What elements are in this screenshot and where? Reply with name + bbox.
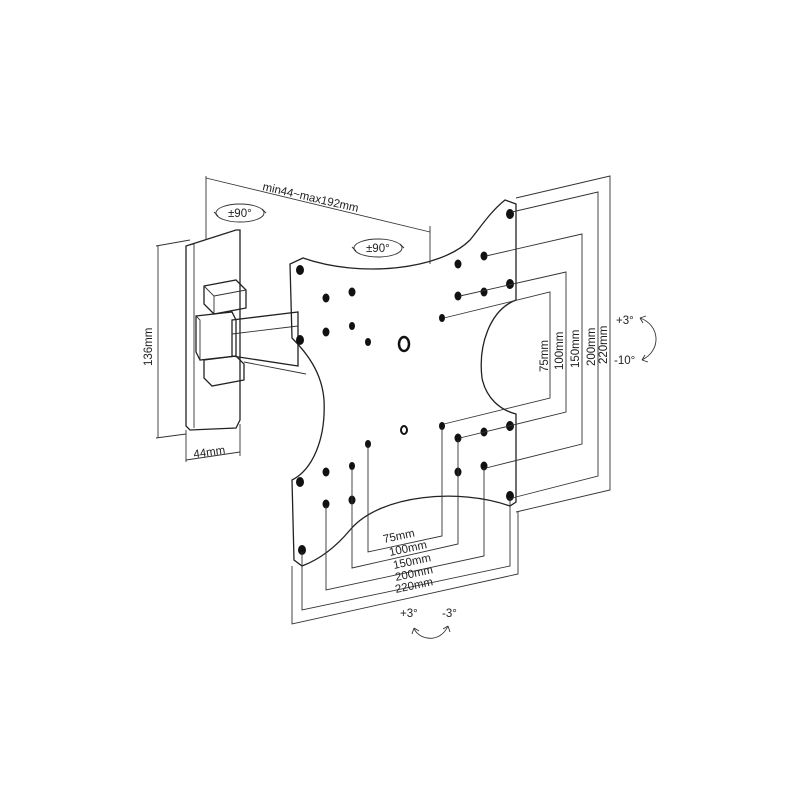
hole [296,335,304,345]
hole [296,265,304,275]
hole [349,462,355,470]
hole [480,251,488,261]
hole [365,338,371,346]
depth-dimension [185,424,241,462]
swivel-wall-label: ±90° [228,208,252,220]
vesa-h-75-label: 75mm [539,340,551,372]
level-arrow-icon [411,625,451,639]
height-dimension [155,239,191,439]
tilt-down-label: -10° [614,355,635,367]
depth-label: 44mm [193,445,226,461]
hole [439,314,445,322]
tilt-arrow-icon [639,315,657,363]
hole [322,499,330,509]
hole [506,491,514,501]
hole [365,440,371,448]
hole [348,287,356,297]
arm [231,311,307,375]
swivel-plate-indicator [351,238,405,258]
hole [454,259,462,269]
hole [480,287,488,297]
level-plus-label: +3° [400,608,418,620]
swivel-plate-label: ±90° [366,243,390,255]
hole [454,291,462,301]
hole [349,322,355,330]
hole [322,467,330,477]
hole [439,422,445,430]
vesa-h-220-label: 220mm [598,326,610,364]
vesa-horizontal-dimensions [443,175,611,513]
tilt-up-label: +3° [616,315,634,327]
height-label: 136mm [143,328,155,366]
arm-extension-dimension [205,176,431,264]
center-hole [397,335,411,353]
hole [506,209,514,219]
vesa-h-150-label: 150mm [570,330,582,368]
vesa-vertical-dimensions [291,428,519,625]
hole [298,545,306,555]
swivel-wall-indicator [213,203,267,223]
arm-extension-label: min44~max192mm [261,181,359,215]
hole [454,433,462,443]
hole [480,461,488,471]
mounting-holes [296,209,514,555]
hole [296,477,304,487]
hole [506,279,514,289]
level-minus-label: -3° [442,608,457,620]
vesa-h-200-label: 200mm [586,328,598,366]
vesa-h-100-label: 100mm [554,332,566,370]
center-hole [400,425,408,435]
hole [322,327,330,337]
hole [322,293,330,303]
wall-plate [185,229,241,431]
